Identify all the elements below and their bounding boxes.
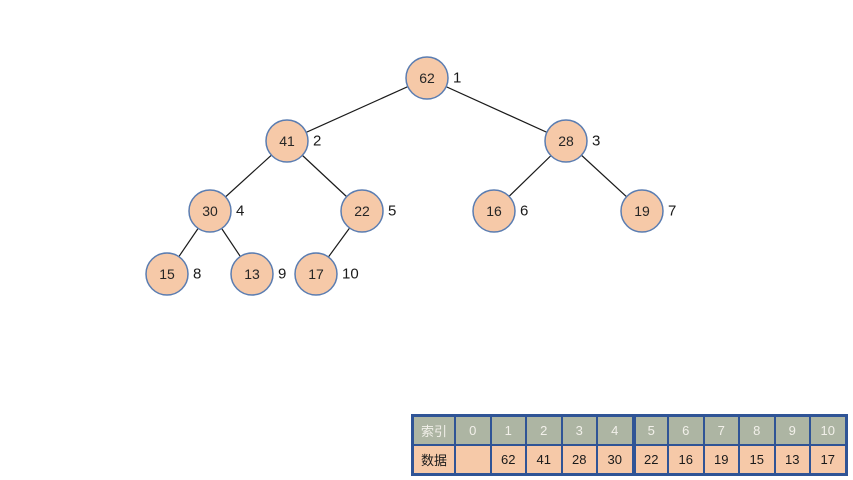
tree-node: 28 3: [544, 119, 600, 163]
tree-node: 62 1: [405, 56, 461, 100]
table-data-cell: 30: [597, 445, 633, 474]
tree-node: 19 7: [620, 189, 676, 233]
tree-node-circle: [294, 252, 338, 296]
table-index-cell: 9: [774, 416, 810, 445]
tree-node-value: 13: [244, 266, 260, 282]
tree-node-value: 28: [558, 133, 574, 149]
tree-node-circle: [405, 56, 449, 100]
table-index-cell: 4: [597, 416, 633, 445]
tree-node-circle: [230, 252, 274, 296]
tree-node-index-label: 6: [520, 203, 528, 220]
table-index-cell: 10: [810, 416, 846, 445]
table-index-cell: 1: [490, 416, 526, 445]
table-data-cell: 41: [526, 445, 562, 474]
table-data-cell: 62: [490, 445, 526, 474]
tree-node: 30 4: [188, 189, 244, 233]
tree-node-circle: [620, 189, 664, 233]
tree-node-index-label: 10: [342, 266, 359, 283]
table-index-cell: 2: [526, 416, 562, 445]
tree-node-circle: [145, 252, 189, 296]
tree-node: 16 6: [472, 189, 528, 233]
table-data-cell: 16: [668, 445, 704, 474]
table-index-cell: 7: [703, 416, 739, 445]
table-index-cell: 0: [455, 416, 491, 445]
table-index-cell: 5: [632, 416, 668, 445]
tree-node-index-label: 4: [236, 203, 244, 220]
tree-node-value: 22: [354, 203, 370, 219]
tree-edge: [426, 77, 567, 142]
tree-node-value: 15: [159, 266, 175, 282]
tree-node-value: 41: [279, 133, 295, 149]
tree-node-index-label: 8: [193, 266, 201, 283]
table-data-cell: 19: [703, 445, 739, 474]
tree-node-index-label: 1: [453, 70, 461, 87]
tree-node-index-label: 5: [388, 203, 396, 220]
tree-node-value: 30: [202, 203, 218, 219]
tree-node-circle: [188, 189, 232, 233]
tree-node-index-label: 3: [592, 133, 600, 150]
tree-node-index-label: 9: [278, 266, 286, 283]
table-index-cell: 6: [668, 416, 704, 445]
tree-node-circle: [265, 119, 309, 163]
table-index-row-label: 索引: [413, 416, 455, 445]
table-data-cell: 17: [810, 445, 846, 474]
tree-node-index-label: 2: [313, 133, 321, 150]
tree-node: 22 5: [340, 189, 396, 233]
table-data-cell: 13: [774, 445, 810, 474]
table-data-cell: 15: [739, 445, 775, 474]
tree-node: 15 8: [145, 252, 201, 296]
tree-node: 13 9: [230, 252, 286, 296]
tree-node-value: 17: [308, 266, 324, 282]
table-data-row-label: 数据: [413, 445, 455, 474]
tree-node-circle: [544, 119, 588, 163]
tree-node-value: 16: [486, 203, 502, 219]
tree-node-circle: [472, 189, 516, 233]
tree-node: 41 2: [265, 119, 321, 163]
table-index-cell: 3: [561, 416, 597, 445]
tree-node-value: 19: [634, 203, 650, 219]
table-index-cell: 8: [739, 416, 775, 445]
tree-node-value: 62: [419, 70, 435, 86]
tree-node-index-label: 7: [668, 203, 676, 220]
tree-edge: [286, 77, 428, 142]
table-data-cell: 22: [632, 445, 668, 474]
tree-node-circle: [340, 189, 384, 233]
table-data-cell: [455, 445, 491, 474]
table-data-cell: 28: [561, 445, 597, 474]
